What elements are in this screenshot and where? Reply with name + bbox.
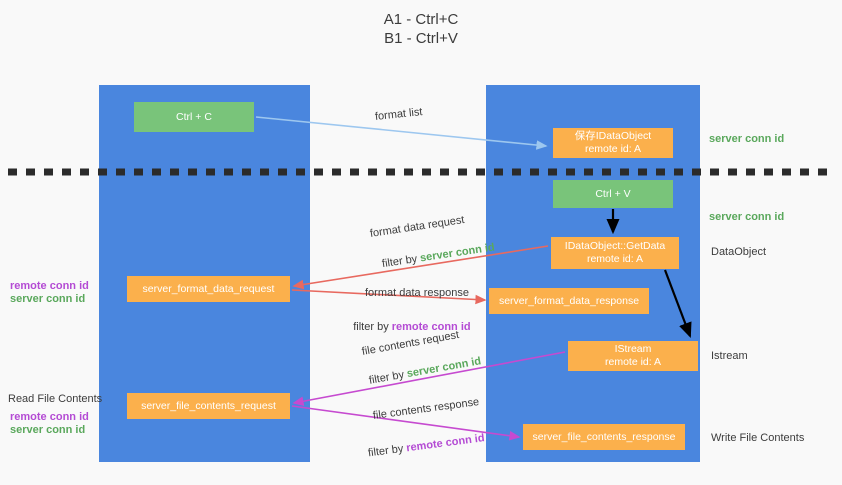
box-save-idataobject[interactable]: 保存IDataObject remote id: A bbox=[553, 128, 673, 158]
box-server-format-data-response[interactable]: server_format_data_response bbox=[489, 288, 649, 314]
box-istream[interactable]: IStream remote id: A bbox=[568, 341, 698, 371]
filter-prefix: filter by bbox=[368, 368, 409, 387]
label-format-list: format list bbox=[374, 106, 424, 123]
filter-key-server-conn-id: server conn id bbox=[405, 355, 483, 381]
left-label-remote-conn-id-1: remote conn id bbox=[10, 280, 89, 292]
filter-prefix: filter by bbox=[381, 252, 422, 271]
filter-key-remote-conn-id: remote conn id bbox=[405, 432, 486, 455]
right-label-write-file-contents: Write File Contents bbox=[711, 432, 805, 444]
label-file-contents-response-filter: filter by remote conn id bbox=[353, 417, 487, 476]
box-ctrl-c[interactable]: Ctrl + C bbox=[134, 102, 254, 132]
box-idataobject-getdata[interactable]: IDataObject::GetData remote id: A bbox=[551, 237, 679, 269]
filter-key-server-conn-id: server conn id bbox=[419, 241, 496, 265]
filter-prefix: filter by bbox=[353, 321, 392, 333]
left-label-server-conn-id-2: server conn id bbox=[10, 424, 86, 436]
right-label-server-conn-id-top: server conn id bbox=[709, 133, 785, 145]
right-label-dataobject: DataObject bbox=[711, 246, 767, 258]
filter-prefix: filter by bbox=[367, 442, 408, 460]
left-label-server-conn-id-1: server conn id bbox=[10, 293, 86, 305]
left-label-remote-conn-id-2: remote conn id bbox=[10, 411, 89, 423]
filter-key-remote-conn-id: remote conn id bbox=[391, 321, 471, 333]
box-server-file-contents-request[interactable]: server_file_contents_request bbox=[127, 393, 290, 419]
right-label-istream: Istream bbox=[711, 350, 748, 362]
box-server-format-data-request[interactable]: server_format_data_request bbox=[127, 276, 290, 302]
box-server-file-contents-response[interactable]: server_file_contents_response bbox=[523, 424, 685, 450]
left-label-read-file-contents: Read File Contents bbox=[8, 393, 103, 405]
box-ctrl-v[interactable]: Ctrl + V bbox=[553, 180, 673, 208]
right-label-server-conn-id-mid: server conn id bbox=[709, 211, 785, 223]
page-title: A1 - Ctrl+C B1 - Ctrl+V bbox=[383, 11, 459, 47]
label-format-data-response: format data response bbox=[365, 287, 469, 299]
label-format-data-response-filter: filter by remote conn id bbox=[341, 306, 471, 348]
